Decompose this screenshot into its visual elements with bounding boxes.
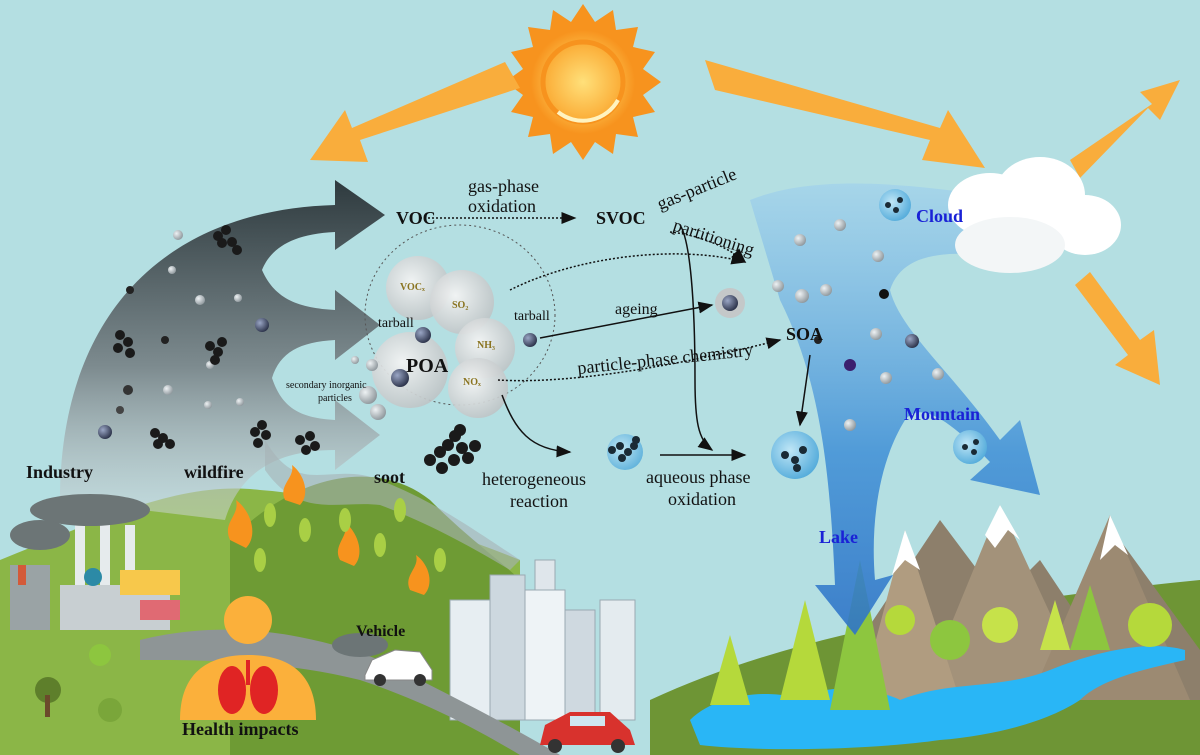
- health-figure-icon: [180, 596, 316, 720]
- label-particles: particles: [318, 393, 352, 404]
- solar-radiation-arrows: [310, 60, 1180, 385]
- coated-soot-icon: [607, 434, 643, 470]
- label-mountain: Mountain: [904, 404, 980, 424]
- sun-icon: [505, 4, 661, 160]
- label-svoc: SVOC: [596, 208, 646, 228]
- label-so2: SO₂: [452, 300, 468, 311]
- label-tarball-left: tarball: [378, 316, 414, 331]
- label-nox: NOₓ: [463, 377, 481, 388]
- soot-aggregate-icon: [424, 424, 481, 474]
- right-trees: [710, 560, 1172, 710]
- red-car-icon: [540, 712, 635, 753]
- fire-hill-trees: [254, 498, 446, 572]
- label-tarball-right: tarball: [514, 309, 550, 324]
- label-gas-phase: gas-phase: [468, 176, 539, 196]
- label-reaction: reaction: [510, 491, 568, 511]
- label-soot: soot: [374, 467, 405, 487]
- label-lake: Lake: [819, 527, 858, 547]
- transport-particles: [771, 189, 987, 479]
- lake: [690, 646, 1185, 750]
- white-car-icon: [332, 633, 433, 686]
- process-arrows: [420, 212, 811, 461]
- left-trees: [35, 644, 122, 722]
- tarball-particle: [523, 333, 537, 347]
- label-health: Health impacts: [182, 719, 299, 739]
- city-buildings: [449, 559, 636, 721]
- smoke-wisp: [265, 440, 520, 570]
- label-oxidation-top: oxidation: [468, 196, 536, 216]
- label-voc: VOC: [396, 208, 436, 228]
- label-secondary: secondary inorganic: [286, 380, 367, 391]
- label-cloud: Cloud: [916, 206, 963, 226]
- label-ageing: ageing: [615, 301, 658, 318]
- label-soa: SOA: [786, 324, 823, 344]
- label-heterogeneous: heterogeneous: [482, 469, 586, 489]
- cloud-icon: [948, 157, 1121, 273]
- label-poa: POA: [406, 355, 449, 377]
- poa-cluster: [351, 224, 556, 420]
- label-nh3: NH₃: [477, 340, 495, 351]
- label-aqueous: aqueous phase: [646, 467, 750, 487]
- label-industry: Industry: [26, 462, 93, 482]
- label-voc-x: VOCₓ: [400, 282, 425, 293]
- factory-icon: [10, 494, 180, 630]
- plume-particles: [98, 225, 320, 455]
- aged-tarball-icon: [715, 288, 745, 318]
- label-vehicle: Vehicle: [356, 623, 405, 640]
- label-oxidation-bottom: oxidation: [668, 489, 736, 509]
- wildfire-flames-icon: [227, 465, 430, 595]
- label-wildfire: wildfire: [184, 462, 244, 482]
